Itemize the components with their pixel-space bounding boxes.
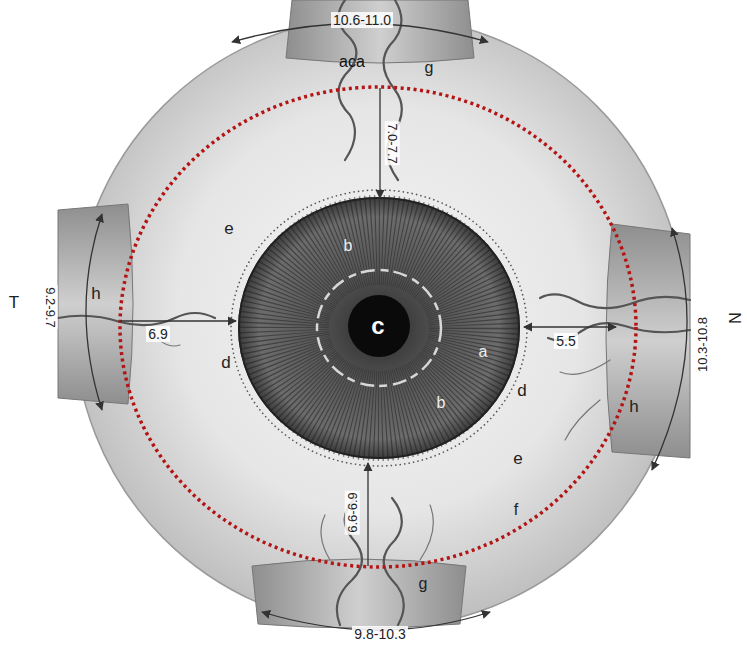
callout-letter: aca (339, 54, 365, 70)
callout-letter: a (479, 344, 488, 360)
callout-letter: d (221, 354, 230, 371)
dimension-label: 9.2-9.7 (42, 285, 57, 329)
callout-letter: e (224, 220, 233, 237)
callout-letter: g (419, 576, 428, 592)
callout-letter: b (344, 238, 353, 254)
dimension-label: 7.0-7.7 (384, 121, 399, 165)
callout-letter: d (517, 382, 526, 399)
callout-letter: e (513, 450, 522, 467)
dimension-label: 5.5 (554, 333, 577, 349)
dimension-label: 10.6-11.0 (331, 12, 393, 28)
dimension-label: 10.3-10.8 (695, 315, 710, 374)
callout-letter: h (629, 398, 638, 415)
callout-letter: b (437, 395, 446, 411)
callout-letter: f (514, 502, 518, 518)
callout-letter: h (91, 285, 100, 302)
dimension-label: 9.8-10.3 (352, 626, 407, 642)
callout-letter: N (726, 312, 742, 324)
dimension-label: 6.6-6.9 (344, 490, 359, 534)
callout-letter: T (9, 294, 19, 311)
dimension-label: 6.9 (146, 326, 169, 342)
callout-letter: g (425, 60, 434, 76)
callout-letter: c (371, 314, 384, 338)
